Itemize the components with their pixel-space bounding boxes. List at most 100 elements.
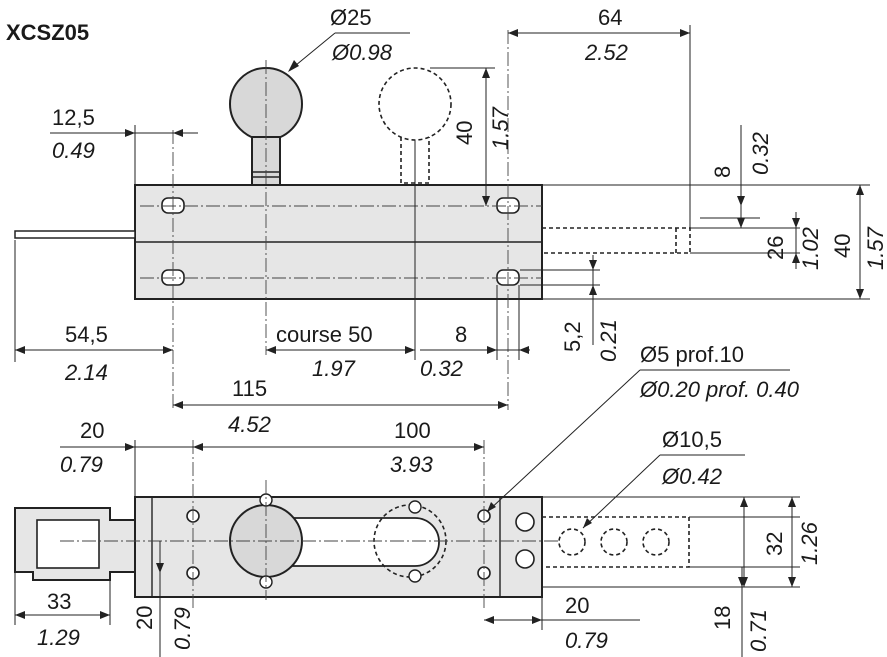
dim-total-mm: 64: [598, 5, 622, 30]
arrowhead: [589, 260, 597, 270]
plunger-roller: [642, 528, 670, 556]
dim-hole-height-inch: 0.21: [596, 319, 621, 362]
plunger-hole: [515, 549, 535, 569]
dim-plunger-extension-mm: 20: [565, 593, 589, 618]
arrowhead: [532, 616, 542, 624]
arrowhead: [15, 346, 25, 354]
dim-bottom-right-offset-inch: 0.71: [746, 609, 771, 652]
dim-hole-spec-mm: Ø5 prof.10: [640, 342, 744, 367]
arrowhead: [788, 577, 796, 587]
arrowhead: [156, 563, 164, 573]
arrowhead: [519, 346, 529, 354]
dim-plunger-height-inch: 1.02: [798, 227, 823, 270]
plunger-extended: [542, 227, 691, 254]
top-dimension-lines: [14, 369, 800, 657]
arrowhead: [15, 611, 25, 619]
arrowhead: [125, 129, 135, 137]
dim-plunger-width-inch: 1.26: [797, 521, 822, 565]
arrowhead: [737, 218, 745, 228]
dim-body-length-inch: 4.52: [228, 412, 271, 437]
leader-line: [582, 454, 661, 529]
dim-ball-diameter-mm: Ø25: [330, 5, 372, 30]
arrowhead: [482, 196, 490, 206]
top-view: [14, 440, 690, 610]
dim-rod-length-mm: 54,5: [65, 322, 108, 347]
arrowhead: [474, 443, 484, 451]
operating-rod: [14, 230, 136, 239]
knob-screw: [408, 569, 422, 583]
arrowhead: [173, 129, 183, 137]
dim-course-inch: 1.97: [312, 356, 356, 381]
dim-bracket-width-inch: 1.29: [37, 625, 80, 650]
dim-bottom-right-offset-mm: 18: [710, 606, 735, 630]
leader-line: [289, 32, 336, 71]
dim-ball-height-mm: 40: [452, 121, 477, 145]
front-view: [14, 30, 691, 410]
leader-line: [486, 369, 641, 513]
front-dimension-lines: [14, 25, 870, 409]
arrowhead: [788, 497, 796, 507]
dim-left-offset-inch: 0.49: [52, 138, 95, 163]
dim-course-mm: course 50: [276, 322, 373, 347]
bracket-window: [36, 519, 100, 569]
dimension-labels: Ø25 Ø0.98 64 2.52 12,5 0.49 40 1.57 8 0.…: [37, 5, 887, 653]
plunger-hole: [515, 512, 535, 532]
arrowhead: [792, 253, 800, 263]
arrowhead: [737, 196, 745, 206]
arrowhead: [487, 502, 496, 512]
dim-plunger-extension-inch: 0.79: [565, 628, 608, 653]
dim-bottom-left-offset-mm: 20: [132, 606, 157, 630]
arrowhead: [589, 285, 597, 295]
dim-rod-length-inch: 2.14: [64, 360, 108, 385]
model-title: XCSZ05: [6, 20, 89, 45]
arrowhead: [792, 218, 800, 228]
arrowhead: [482, 68, 490, 78]
arrowhead: [125, 443, 135, 451]
ball-knob-alt-position: [378, 67, 452, 141]
dim-plunger-width-mm: 32: [762, 532, 787, 556]
plunger-roller: [600, 528, 628, 556]
dim-right-gap-inch: 0.32: [748, 132, 773, 175]
arrowhead: [193, 443, 203, 451]
dim-plunger-height-mm: 26: [763, 236, 788, 260]
arrowhead: [856, 289, 864, 299]
dim-hole-offset-inch: 0.32: [420, 356, 463, 381]
arrowhead: [100, 611, 110, 619]
arrowhead: [484, 616, 494, 624]
dim-total-inch: 2.52: [584, 40, 628, 65]
knob-screw: [408, 500, 422, 514]
knob-slot: [266, 517, 440, 567]
dim-hole-height-mm: 5,2: [560, 321, 585, 352]
arrowhead: [680, 29, 690, 37]
arrowhead: [856, 185, 864, 195]
dim-hole-spec-inch: Ø0.20 prof. 0.40: [639, 377, 800, 402]
arrowhead: [740, 497, 748, 507]
dim-hole-spacing-inch: 3.93: [390, 452, 434, 477]
arrowhead: [498, 401, 508, 409]
arrowhead: [288, 60, 299, 72]
arrowhead: [583, 518, 592, 528]
dim-hole-spacing-mm: 100: [394, 418, 431, 443]
arrowhead: [487, 346, 497, 354]
dim-plunger-diameter-inch: Ø0.42: [661, 464, 722, 489]
dim-body-height-inch: 1.57: [863, 226, 887, 270]
dim-body-height-mm: 40: [830, 234, 855, 258]
plunger-roller: [558, 528, 586, 556]
dim-top-left-offset-inch: 0.79: [60, 452, 103, 477]
arrowhead: [738, 577, 746, 587]
dim-left-offset-mm: 12,5: [52, 105, 95, 130]
arrowhead: [405, 346, 415, 354]
dim-plunger-diameter-mm: Ø10,5: [662, 427, 722, 452]
arrowhead: [508, 29, 518, 37]
dim-bottom-left-offset-inch: 0.79: [170, 607, 195, 650]
arrowhead: [266, 346, 276, 354]
arrowhead: [163, 346, 173, 354]
plunger-extended-top: [541, 516, 690, 568]
arrowhead: [173, 401, 183, 409]
dim-right-gap-mm: 8: [710, 166, 735, 178]
dim-body-length-mm: 115: [232, 376, 267, 401]
dim-ball-height-inch: 1.57: [488, 106, 513, 150]
dim-bracket-width-mm: 33: [47, 589, 71, 614]
dim-ball-diameter-inch: Ø0.98: [331, 40, 393, 65]
